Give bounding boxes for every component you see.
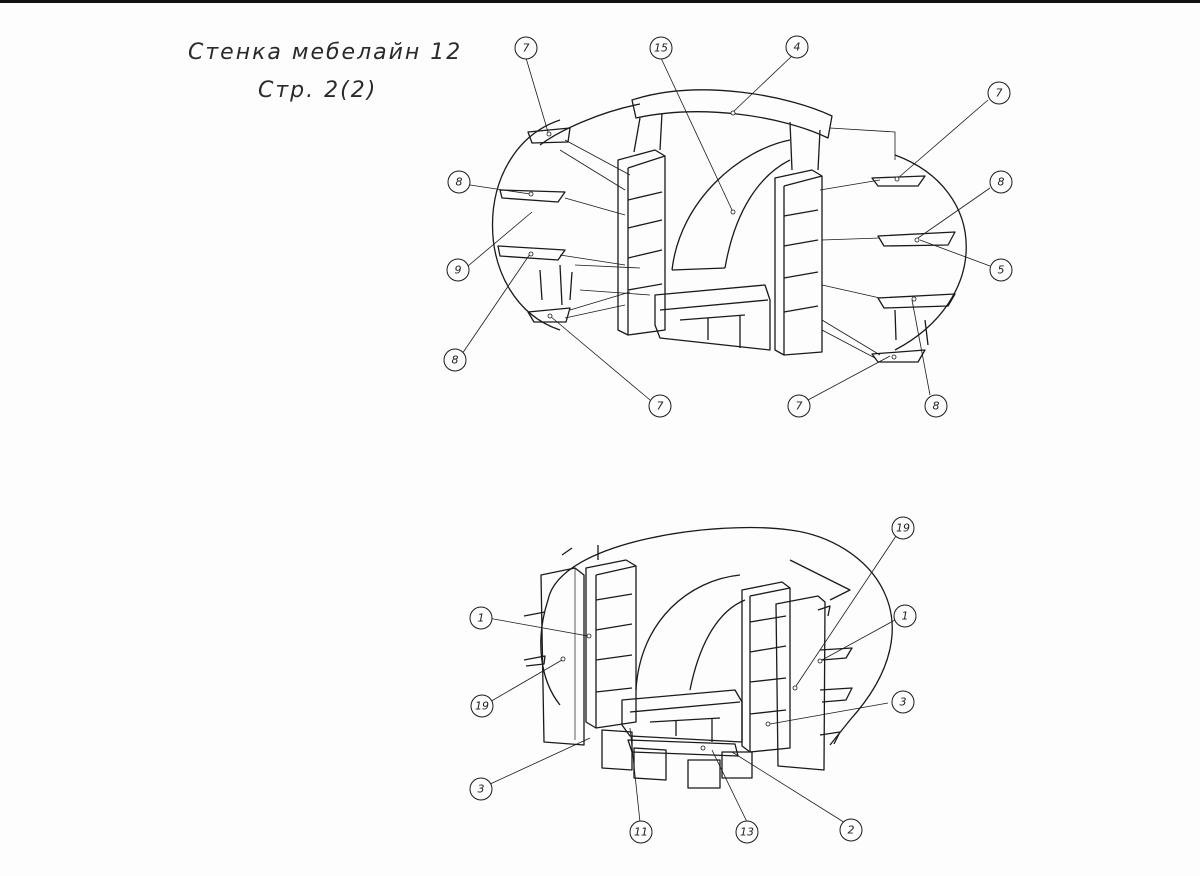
callout-bubble [785,35,809,59]
callout-number: 19 [475,700,489,713]
bottom-leader-lines [487,535,897,827]
top-leader-lines [461,54,991,401]
top-arch-panel [631,89,833,139]
bottom-assembled-view [469,516,917,844]
arch-leg-right [789,121,821,171]
callout-number: 9 [455,264,462,277]
callout-bubble [787,394,811,418]
top-exploded-view [443,35,1013,418]
top-border [0,0,1200,3]
callout-number: 8 [933,400,940,413]
arch-outer [635,574,741,691]
tv-stand-assembled [621,689,743,757]
callout-bubble [893,604,917,628]
callout-bubble [735,820,759,844]
callout-number: 1 [478,612,485,625]
arch-leg-left [633,112,663,153]
callout-bubble [891,516,915,540]
left-door [540,567,585,746]
callout-number: 3 [478,783,485,796]
callout-number: 7 [996,87,1003,100]
callout-bubble [987,81,1011,105]
callout-number: 13 [740,826,754,839]
callout-bubble [629,820,653,844]
callout-bubble [891,690,915,714]
callout-bubble [443,348,467,372]
callout-bubble [924,394,948,418]
callout-number: 3 [900,696,907,709]
callout-number: 15 [654,42,668,55]
plinth-left [601,729,633,771]
callout-number: 1 [902,610,909,623]
right-arc [894,154,967,351]
center-arch-outer [671,139,791,271]
callout-bubble [648,394,672,418]
callout-number: 4 [794,41,801,54]
callout-number: 5 [998,264,1005,277]
callout-bubble [514,36,538,60]
callout-number: 7 [657,400,664,413]
callout-number: 2 [848,824,855,837]
callout-number: 7 [796,400,803,413]
callout-bubble [470,694,494,718]
callout-bubble [649,36,673,60]
callout-number: 11 [634,826,648,839]
fastener-lines [559,127,896,359]
callout-bubble [446,258,470,282]
right-tower [774,169,823,356]
callout-bubble [469,606,493,630]
callout-bubble [989,258,1013,282]
callout-number: 8 [998,176,1005,189]
callout-bubble [447,170,471,194]
center-arch-base [671,267,726,271]
right-door [775,595,826,771]
center-arch-inner [724,159,791,269]
callout-number: 8 [452,354,459,367]
tv-stand [654,284,771,351]
callout-bubble [839,818,863,842]
callout-number: 7 [523,42,530,55]
left-top-arc [539,103,641,146]
left-arc [492,119,561,331]
plinth-center [687,759,721,789]
right-shelves [871,175,956,363]
page-number: Стр. 2(2) [258,78,378,103]
outer-oval [547,526,893,746]
left-tower [617,149,666,336]
right-tower-assembled [741,581,791,753]
callout-bubble [989,170,1013,194]
callout-number: 8 [456,176,463,189]
left-shelves [497,127,573,323]
left-tower-assembled [585,559,637,729]
callout-bubble [469,777,493,801]
callout-number: 19 [896,522,910,535]
page-title: Стенка мебелайн 12 [188,40,463,65]
arch-inner [689,599,746,691]
